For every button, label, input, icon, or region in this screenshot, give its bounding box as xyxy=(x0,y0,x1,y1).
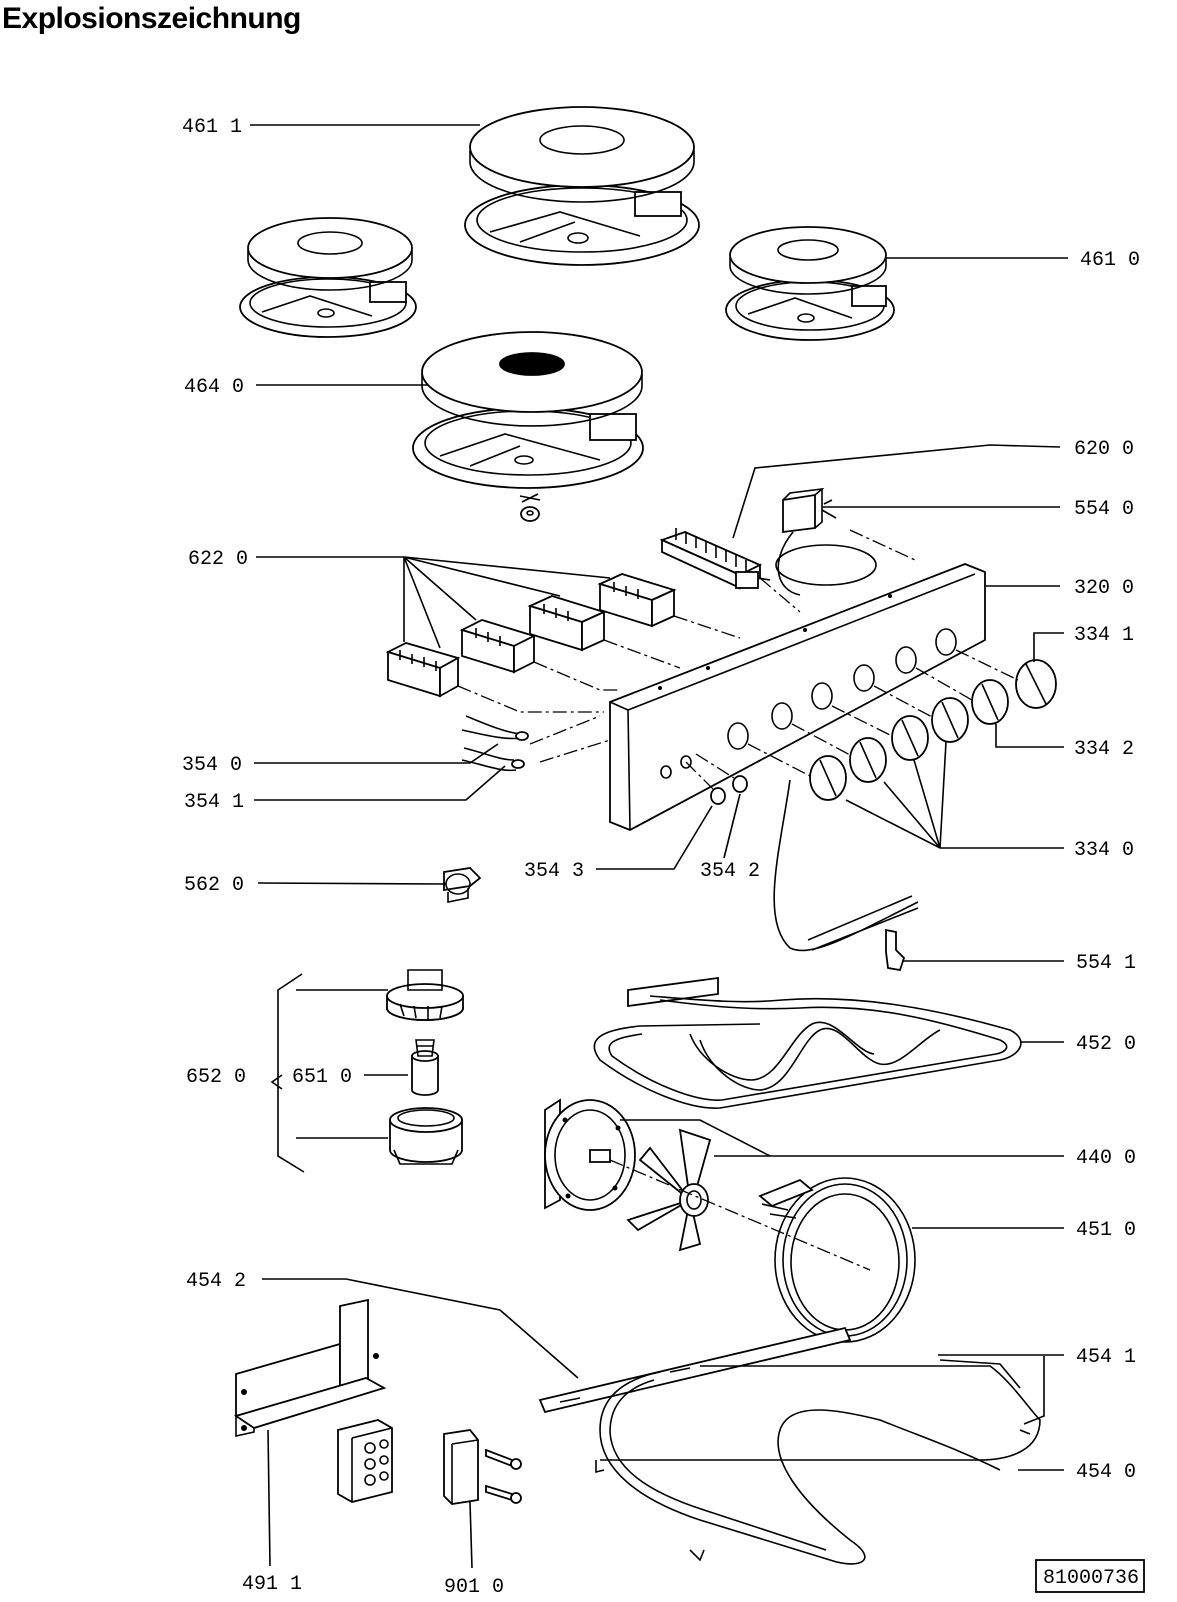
fan-blade xyxy=(626,1128,712,1252)
label-354-1: 354 1 xyxy=(184,791,244,814)
label-451-0: 451 0 xyxy=(1076,1219,1136,1242)
rail-454-2 xyxy=(538,1326,852,1414)
switch-block-3 xyxy=(527,595,607,652)
label-452-0: 452 0 xyxy=(1076,1033,1136,1056)
terminal-block xyxy=(337,1419,393,1503)
leader-lines xyxy=(250,124,1068,1569)
bulb-651-0 xyxy=(411,1039,439,1096)
lamp-socket-652 xyxy=(386,969,464,1021)
label-554-0: 554 0 xyxy=(1074,498,1134,521)
label-454-1: 454 1 xyxy=(1076,1346,1136,1369)
lamp-cover xyxy=(389,1107,463,1165)
label-454-2: 454 2 xyxy=(186,1270,246,1293)
knob-group-334-0 xyxy=(809,697,969,801)
clip-562-0 xyxy=(443,867,482,903)
hotplate-left xyxy=(239,217,417,338)
label-491-1: 491 1 xyxy=(242,1573,302,1596)
knob-334-2 xyxy=(971,679,1009,725)
label-354-2: 354 2 xyxy=(700,860,760,883)
label-354-3: 354 3 xyxy=(524,860,584,883)
fan-motor-440-0 xyxy=(544,1098,636,1211)
hotplate-461-0 xyxy=(725,226,895,341)
circular-element-451-0 xyxy=(758,1177,916,1343)
label-334-1: 334 1 xyxy=(1074,624,1134,647)
page-title: Explosionszeichnung xyxy=(2,2,301,35)
bracket-652-0 xyxy=(277,973,305,1173)
label-554-1: 554 1 xyxy=(1076,952,1136,975)
label-334-0: 334 0 xyxy=(1074,839,1134,862)
wire-terminals xyxy=(461,715,529,772)
knob-334-1 xyxy=(1015,659,1057,709)
label-652-0: 652 0 xyxy=(186,1066,246,1089)
hotplate-464-0 xyxy=(412,331,644,489)
label-622-0: 622 0 xyxy=(188,548,248,571)
label-464-0: 464 0 xyxy=(184,376,244,399)
selector-switch-620-0 xyxy=(659,528,771,590)
label-354-0: 354 0 xyxy=(182,754,242,777)
label-651-0: 651 0 xyxy=(292,1066,352,1089)
fixing-nut xyxy=(519,493,541,522)
label-562-0: 562 0 xyxy=(184,874,244,897)
part-labels: 461 1 461 0 464 0 620 0 554 0 622 0 320 … xyxy=(182,116,1140,1599)
label-320-0: 320 0 xyxy=(1074,577,1134,600)
label-461-1: 461 1 xyxy=(182,116,242,139)
switch-block-2 xyxy=(459,619,537,674)
indicator-lamps xyxy=(685,753,748,805)
label-440-0: 440 0 xyxy=(1076,1147,1136,1170)
bottom-element-454-0 xyxy=(595,1359,1041,1565)
switch-block-4 xyxy=(597,573,677,628)
label-454-0: 454 0 xyxy=(1076,1461,1136,1484)
label-620-0: 620 0 xyxy=(1074,438,1134,461)
switch-901-0 xyxy=(443,1429,522,1505)
thermostat-554-0 xyxy=(775,487,877,596)
label-461-0: 461 0 xyxy=(1080,249,1140,272)
switch-block-1 xyxy=(385,642,461,698)
control-panel-320-0 xyxy=(609,563,986,831)
hotplate-461-1 xyxy=(464,106,700,266)
oven-sensor-554-1 xyxy=(773,779,919,972)
label-334-2: 334 2 xyxy=(1074,738,1134,761)
document-code-box: 81000736 xyxy=(1035,1559,1145,1593)
label-901-0: 901 0 xyxy=(444,1576,504,1599)
bracket-491-1 xyxy=(233,1298,387,1437)
grill-element-452-0 xyxy=(593,976,1022,1109)
document-code: 81000736 xyxy=(1043,1567,1139,1590)
